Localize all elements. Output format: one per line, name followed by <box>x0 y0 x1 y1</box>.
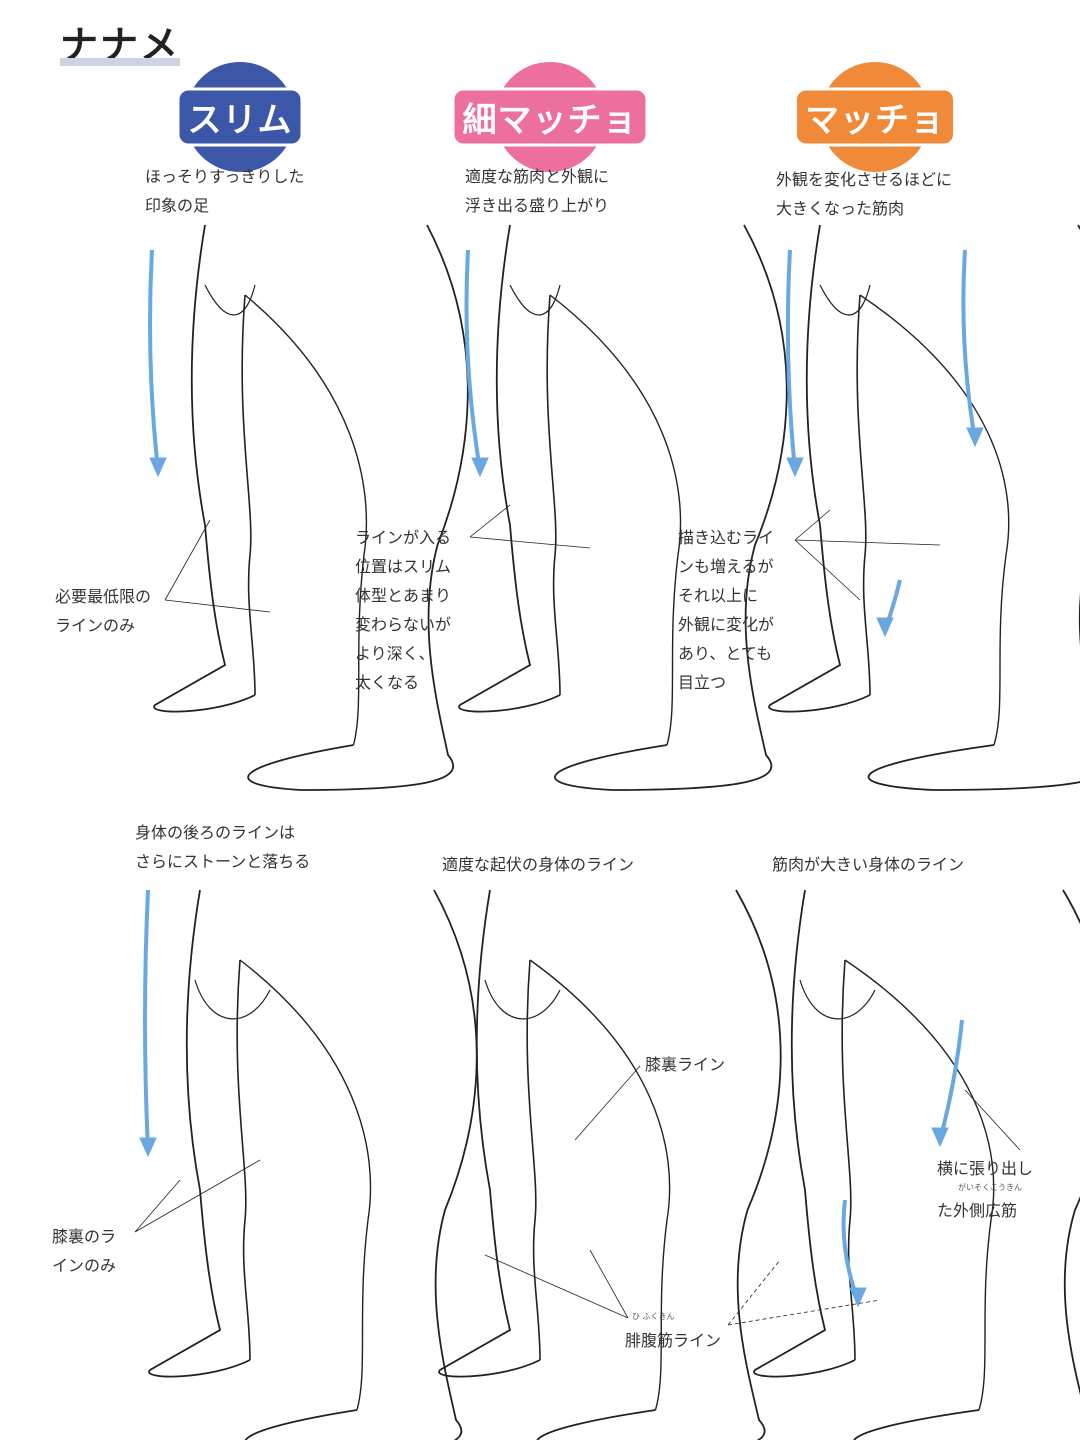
heading-thin-macho-back: 適度な起伏の身体のライン <box>442 855 635 874</box>
slim-back-leg-left-inner <box>236 959 251 1361</box>
leader-slim-front <box>164 519 271 613</box>
macho-front-leg-left-inner <box>856 294 871 696</box>
slim-front-leg-right-inner <box>244 294 368 746</box>
note-gastrocnemius-line: 腓腹筋ライン <box>625 1331 722 1350</box>
arrow-macho-back-thigh <box>938 1019 964 1141</box>
arrow-thin-macho-front-head <box>471 457 489 478</box>
arrow-slim-back <box>143 889 150 1151</box>
arrow-macho-back-calf-head <box>849 1287 867 1308</box>
thin-macho-back-leg-right-inner <box>529 959 671 1411</box>
description-thin-macho: 適度な筋肉と外観に 浮き出る盛り上がり <box>465 167 610 215</box>
note-slim-front: 必要最低限の ラインのみ <box>55 587 152 635</box>
macho-front-leg-right-outer <box>867 224 1080 791</box>
note-vastus-lateralis: 横に張り出し た外側広筋 <box>937 1159 1034 1220</box>
heading-macho-back: 筋肉が大きい身体のライン <box>772 855 965 874</box>
thin-macho-front-leg-left-inner <box>546 294 561 696</box>
thin-macho-front-leg-left-outer <box>458 224 561 713</box>
note-knee-back-only: 膝裏のラ インのみ <box>52 1227 117 1275</box>
arrow-macho-calf-head <box>876 617 894 638</box>
badge-circle-macho: マッチョ <box>794 62 956 172</box>
leader-vastus <box>964 1089 1021 1151</box>
slim-back-leg-right-outer <box>244 889 478 1440</box>
arrow-macho-front-right-head <box>966 427 984 448</box>
ruby-gastrocnemius: ひ ふくきん <box>632 1312 675 1321</box>
arrow-slim-back-head <box>139 1137 157 1158</box>
description-macho: 外観を変化させるほどに 大きくなった筋肉 <box>776 170 953 218</box>
macho-back-leg-left-outer <box>753 889 856 1378</box>
leader-knee-back <box>574 1065 641 1141</box>
slim-back-gluteal-fold <box>194 979 271 1020</box>
arrow-macho-front-left <box>785 249 797 471</box>
arrow-slim-front-head <box>149 457 167 478</box>
thin-macho-front-leg-right-outer <box>554 224 788 791</box>
thin-macho-back-leg-left-inner <box>526 959 541 1361</box>
thin-macho-back-leg-left-outer <box>438 889 541 1378</box>
thin-macho-back-leg-right-outer <box>536 889 782 1440</box>
macho-back-leg-left-inner <box>841 959 856 1361</box>
note-macho-front: 描き込むライ ンも増えるが それ以上に 外観に変化が あり、とても 目立つ <box>678 528 775 692</box>
description-slim: ほっそりすっきりした 印象の足 <box>145 167 305 215</box>
leader-thin-macho-front <box>469 504 591 549</box>
badge-circle-thin-macho: 細マッチョ <box>451 62 649 172</box>
slim-front-leg-left-outer <box>153 224 256 713</box>
macho-front-groin-line <box>819 284 871 316</box>
leader-macho-front <box>794 509 941 601</box>
macho-front-leg-left-outer <box>768 224 871 713</box>
arrow-macho-back-thigh-head <box>931 1127 949 1148</box>
slim-back-leg-right-inner <box>239 959 372 1411</box>
ruby-vastus-lateralis: がいそくこうきん <box>958 1183 1022 1192</box>
slim-front-leg-left-inner <box>241 294 256 696</box>
thin-macho-front-leg-right-inner <box>549 294 682 746</box>
arrow-thin-macho-front <box>464 249 482 471</box>
macho-back-gluteal-fold <box>799 979 876 1020</box>
slim-front-leg-right-outer <box>247 224 469 791</box>
slim-front-groin-line <box>204 284 256 316</box>
title-underline <box>60 58 180 66</box>
macho-back-leg-right-inner <box>844 959 995 1411</box>
note-thin-macho-front: ラインが入る 位置はスリム 体型とあまり 変わらないが より深く、 太くなる <box>355 528 452 692</box>
arrow-macho-front-right <box>961 249 977 441</box>
thin-macho-back-gluteal-fold <box>484 979 561 1020</box>
heading-slim-back: 身体の後ろのラインは さらにストーンと落ちる <box>135 823 311 871</box>
leader-slim-back <box>134 1159 261 1233</box>
leader-gastrocnemius-mid <box>484 1249 629 1319</box>
arrow-macho-front-left-head <box>786 457 804 478</box>
macho-front-leg-right-inner <box>859 294 1010 746</box>
thin-macho-front-groin-line <box>509 284 561 316</box>
note-knee-back-line: 膝裏ライン <box>645 1055 726 1074</box>
slim-back-leg-left-outer <box>148 889 251 1378</box>
badge-slim: スリム <box>176 87 304 147</box>
badge-circle-slim: スリム <box>176 62 304 172</box>
badge-macho: マッチョ <box>794 87 956 147</box>
badge-thin-macho: 細マッチョ <box>451 87 649 147</box>
arrow-slim-front <box>148 249 160 471</box>
leader-gastrocnemius-right <box>727 1259 881 1326</box>
